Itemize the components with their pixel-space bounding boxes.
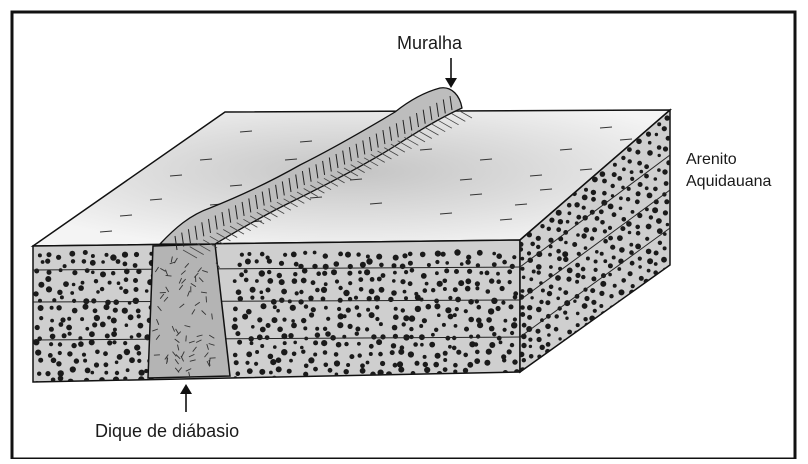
- label-arenito: Arenito: [686, 150, 737, 170]
- label-aquidauana: Aquidauana: [686, 172, 771, 192]
- diabase-dike: [148, 244, 230, 378]
- arrow-up-icon: [180, 384, 192, 412]
- label-dique: Dique de diábasio: [95, 420, 239, 442]
- arrow-down-icon: [445, 58, 457, 88]
- label-muralha: Muralha: [397, 32, 462, 54]
